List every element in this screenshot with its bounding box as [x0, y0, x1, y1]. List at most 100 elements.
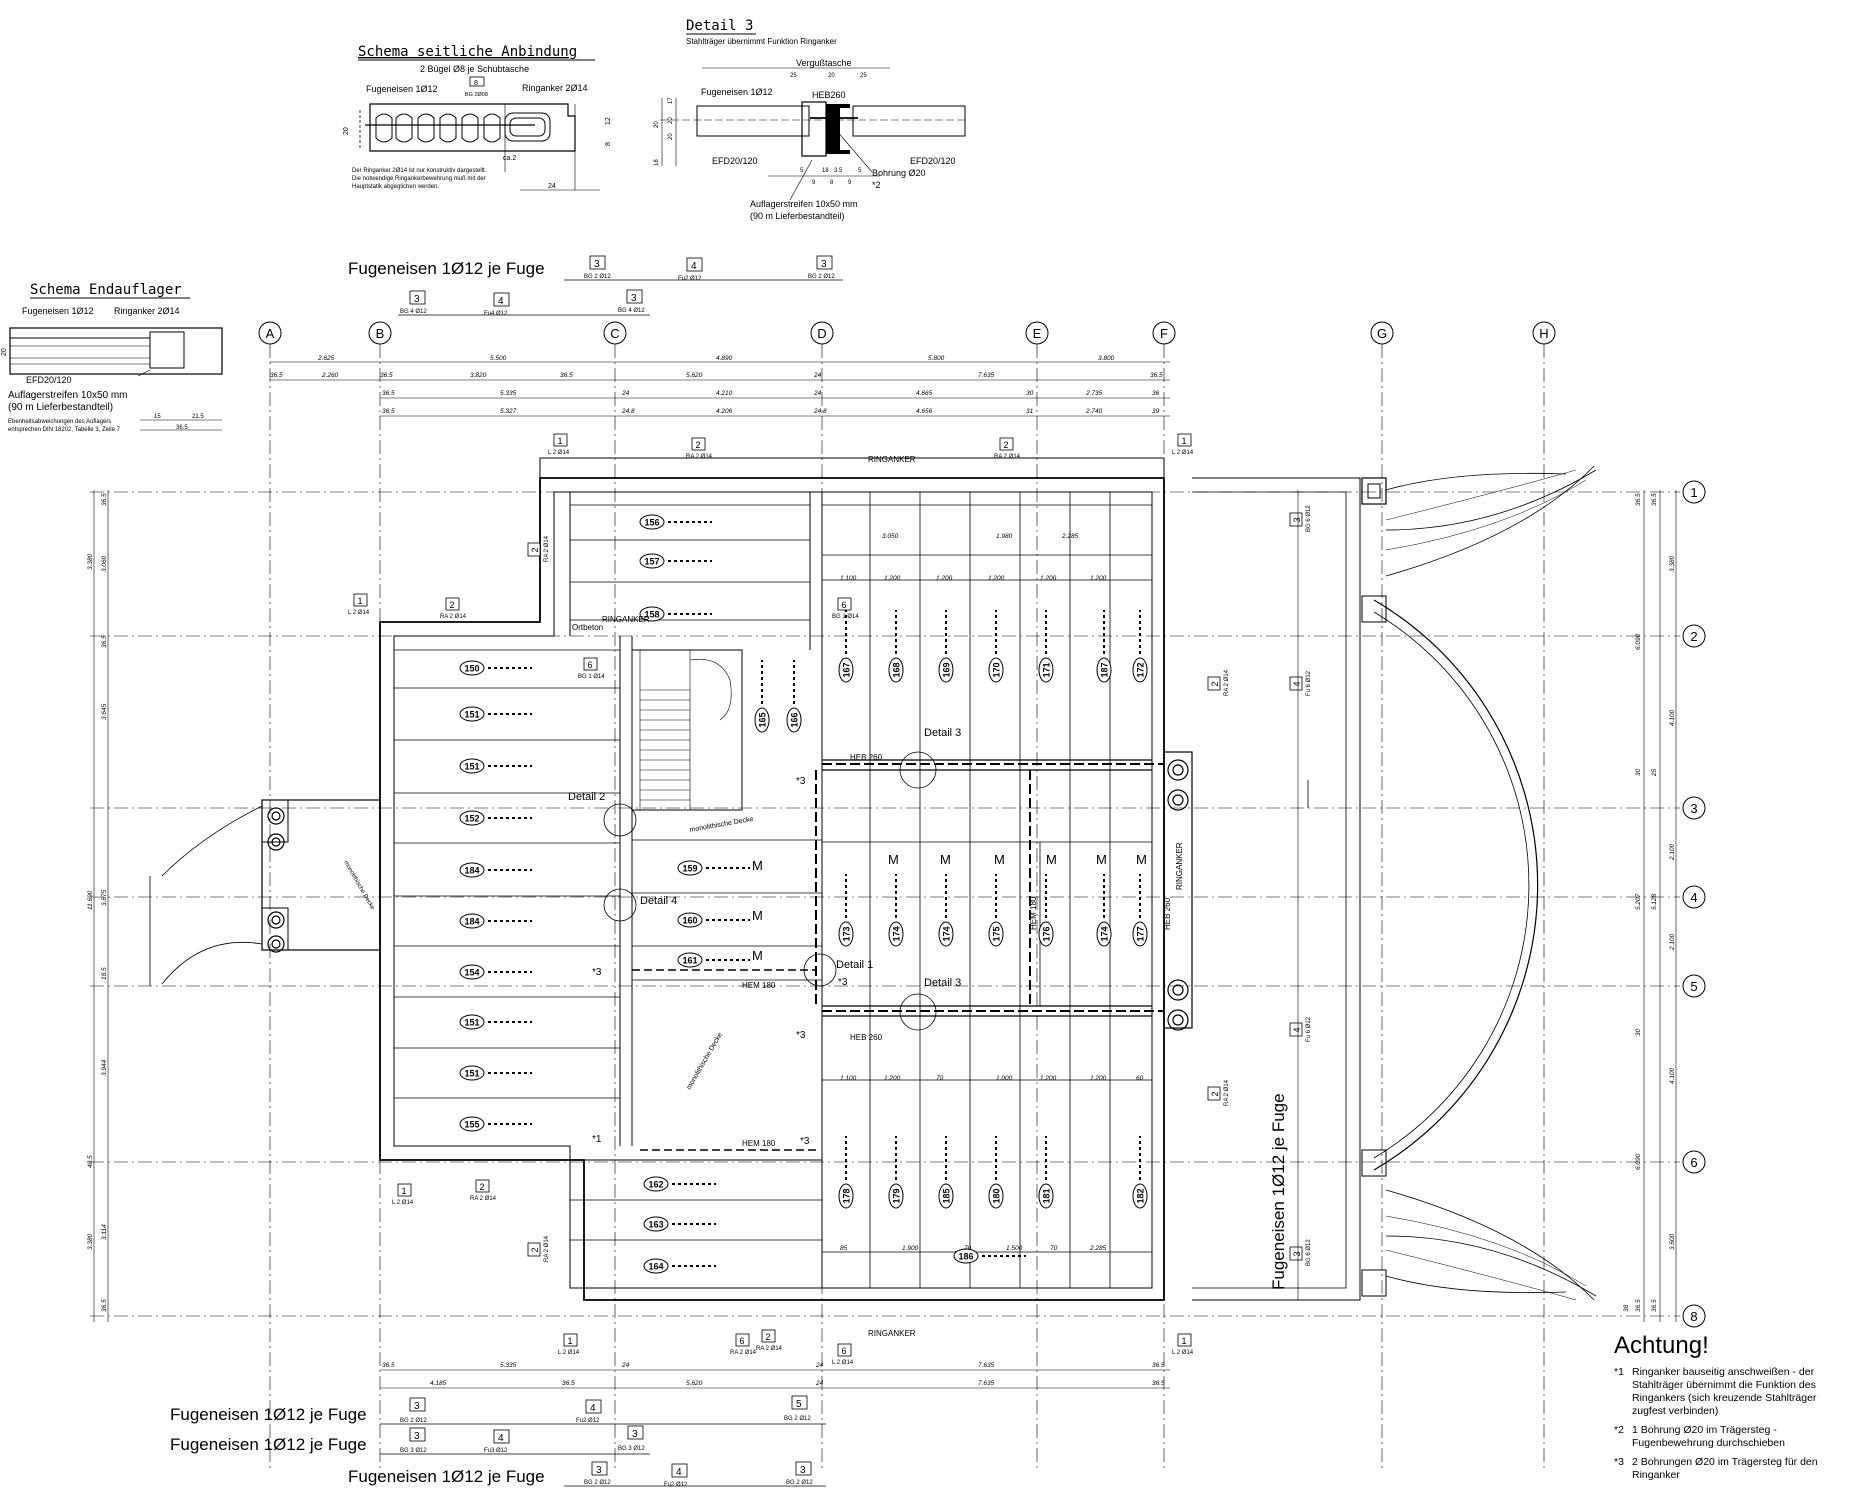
dim-r-6: 25 [1651, 768, 1658, 777]
detail3-vergusstasche: Vergußtasche [796, 58, 852, 68]
svg-text:2: 2 [480, 1182, 485, 1192]
slab-left-4: 184 [459, 862, 532, 878]
axis-bubble-A [258, 321, 282, 345]
dim-t4-7: 2.740 [1085, 408, 1103, 415]
slab-bottom-1: 163 [643, 1216, 716, 1232]
detail3-subtitle: Stahlträger übernimmt Funktion Ringanker [686, 37, 837, 46]
callout-star3e: *3 [838, 977, 848, 988]
fuge-b3-box1: 3 [596, 1465, 602, 1476]
axis-row-bubble-3 [1682, 796, 1706, 820]
dim-r-16: 36.5 [1651, 1299, 1658, 1312]
detail3-fugeneisen: Fugeneisen 1Ø12 [701, 87, 773, 97]
slab-rtop-4: 171 [1038, 610, 1054, 683]
axis-bubble-D [810, 321, 834, 345]
endauflager-remark-2: entsprechen DIN 18202, Tabelle 3, Zeile … [8, 427, 121, 433]
slab-small-0: 165 [754, 660, 770, 733]
slab-stair-0: 159 [677, 860, 750, 876]
dim-t2-1: 2.260 [321, 372, 339, 379]
slab-left-2-label: 151 [464, 762, 479, 772]
fuge-row-top-1: Fugeneisen 1Ø12 je Fuge 3 BG 2 Ø12 4 Fu2… [348, 255, 843, 282]
schema-seitlich-remark-3: Hauptstatik abgeglichen werden. [352, 184, 439, 190]
schema-seitlich-dim-24: 24 [548, 183, 556, 190]
dim-l-inner-6: 3.675 [101, 889, 108, 906]
dim-r-11: 30 [1635, 1028, 1642, 1036]
walltag-1e-sub: L 2 Ø14 [558, 1350, 580, 1356]
dim-b2-0: 4.185 [430, 1380, 447, 1387]
dim-r-7: 2.100 [1669, 843, 1676, 861]
dim-t3-2: 24 [621, 390, 630, 397]
svg-text:1: 1 [402, 1186, 407, 1196]
axis-label-H: H [1539, 326, 1548, 341]
slab-left-9: 155 [459, 1116, 532, 1132]
fuge-b2-box1-t: BG 3 Ø12 [400, 1448, 427, 1454]
slab-rmid-2: 174 [938, 874, 954, 947]
fuge-b2-box3: 3 [632, 1429, 638, 1440]
detail3-auflager-2: (90 m Lieferbestandteil) [750, 211, 845, 221]
dim-t2-7: 7.635 [978, 372, 995, 379]
axis-label-G: G [1377, 326, 1387, 341]
dim-t2-0: 36.5 [270, 372, 283, 379]
walltag-2d: 2 RA 2 Ø14 [470, 1179, 497, 1202]
achtung-note-2-text: 1 Bohrung Ø20 im Trägersteg - Fugenbeweh… [1632, 1424, 1785, 1449]
slab-rbot-2-label: 185 [942, 1188, 952, 1203]
walltag-6d-sub: RA 2 Ø14 [730, 1350, 757, 1356]
dim-l-inner-4: 3.645 [101, 703, 108, 720]
schema-seitlich-dim-8: 8 [605, 142, 612, 146]
schema-seitlich-remark-2: Die notwendige Ringankerbewehrung muß mi… [352, 176, 486, 182]
rib-upper-2: 2.285 [1061, 533, 1079, 540]
walltag-6c: 6BG 1 Ø14 [578, 657, 605, 680]
axis-bubble-F [1152, 321, 1176, 345]
slab-bottom-2: 164 [643, 1258, 716, 1274]
fuge-b1-box1: 3 [414, 1401, 420, 1412]
svg-text:4: 4 [1292, 1027, 1302, 1032]
fuge-row-top-2: 3 BG 4 Ø12 4 Fu4 Ø12 3 BG 4 Ø12 [398, 289, 650, 317]
dim-r-9: 5.128 [1651, 893, 1658, 910]
slab-rmid-5-label: 174 [1100, 926, 1110, 941]
slab-rmid-1: 174 [888, 874, 904, 947]
axis-bubble-H [1532, 321, 1556, 345]
slab-rbot-4: 181 [1038, 1136, 1054, 1209]
m-marker-1: M [752, 908, 763, 923]
walltag-2d-sub: RA 2 Ø14 [470, 1196, 497, 1202]
dim-b2-2: 5.620 [686, 1380, 703, 1387]
dim-r-4: 4.100 [1669, 709, 1676, 726]
detail3-dim-b8: 9 [848, 180, 852, 186]
schema-seitlich-fugeneisen: Fugeneisen 1Ø12 [366, 84, 438, 94]
slab-top-1: 157 [639, 553, 712, 569]
fuge-b2-box3-t: BG 3 Ø12 [618, 1446, 645, 1452]
achtung-notes: Achtung! *1 Ringanker bauseitig anschwei… [1614, 1332, 1850, 1488]
svg-text:6: 6 [740, 1336, 745, 1346]
rib-upper-0: 3.050 [882, 533, 899, 540]
walltag-2h-sub: RA 2 Ø14 [544, 535, 550, 562]
slab-rtop-3-label: 170 [992, 662, 1002, 677]
rib-upper-1: 1.980 [996, 533, 1013, 540]
slab-top-0: 156 [639, 514, 712, 530]
dim-l-inner-0: 36.5 [101, 493, 108, 506]
walltag-1d: 1L 2 Ø14 [392, 1183, 414, 1206]
callout-ringanker-right: RINGANKER [1175, 842, 1184, 890]
dim-b1-1: 5.335 [500, 1362, 517, 1369]
slab-left-3: 152 [459, 810, 532, 826]
callout-detail1: Detail 1 [836, 959, 873, 971]
m-marker-6: M [1046, 852, 1057, 867]
callout-star3b: *3 [796, 1030, 806, 1041]
slab-rtop-1-label: 168 [892, 662, 902, 677]
dim-r-13: 6.090 [1635, 1153, 1642, 1170]
dim-t1-1: 5.500 [490, 355, 507, 362]
walltag-4b-sub: Fu 6 Ø12 [1306, 1016, 1312, 1042]
walltag-1a: 1L 2 Ø14 [548, 433, 570, 456]
slab-stair-2-label: 161 [682, 956, 697, 966]
callout-monolith-2: monolithische Decke [686, 1031, 724, 1091]
detail3-efd-left: EFD20/120 [712, 156, 758, 166]
callout-heb260a: HEB 260 [850, 753, 883, 762]
dim-t4-5: 4.656 [916, 408, 933, 415]
dim-t1-2: 4.890 [716, 355, 733, 362]
axis-bubble-E [1025, 321, 1049, 345]
fuge-b2-box1: 3 [414, 1431, 420, 1442]
axis-row-bubble-6 [1682, 1150, 1706, 1174]
schema-seitlich-dim-ca2: ca.2 [503, 155, 516, 162]
